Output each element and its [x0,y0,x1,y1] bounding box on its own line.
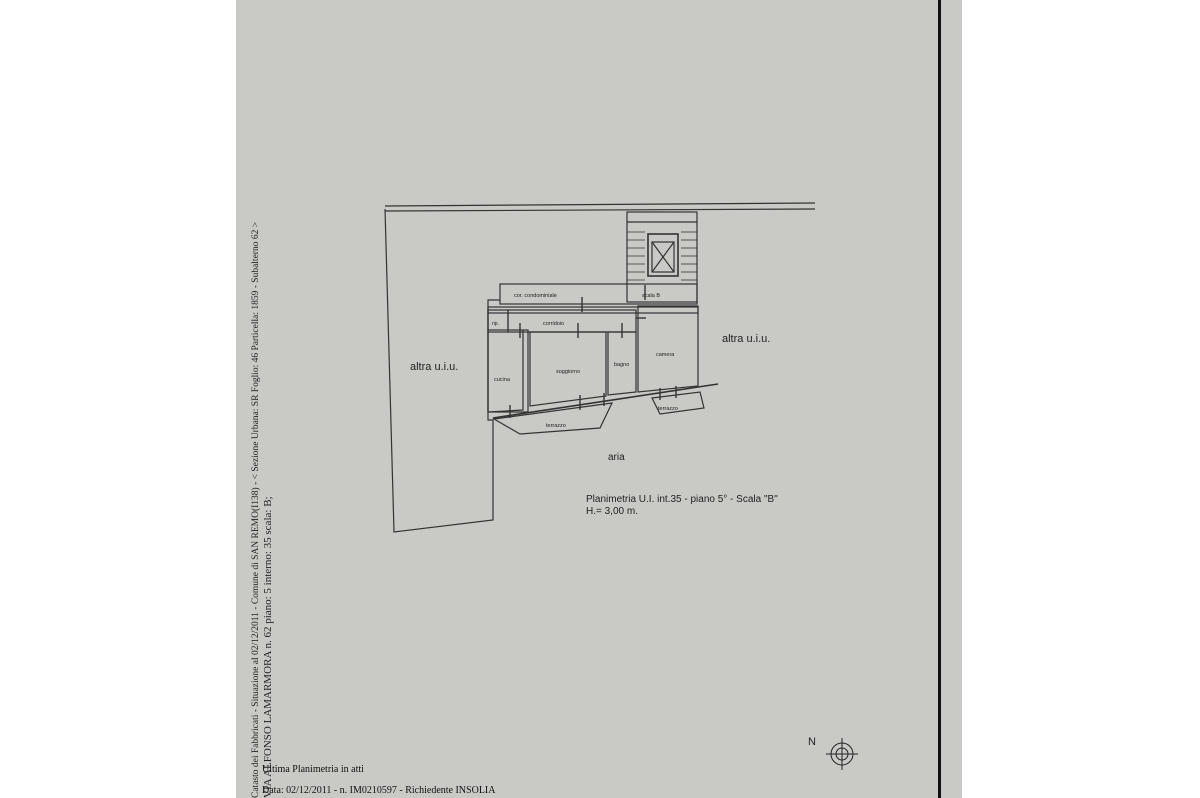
left-unit-outline [384,208,500,533]
label-terrazzo-right: terrazzo [658,406,678,412]
footer-last-plan: Ultima Planimetria in atti [262,764,364,775]
room-camera [637,305,699,393]
building-edge-line [384,202,816,207]
label-corridoio: corridoio [543,321,564,327]
label-scala-b: scala B [642,293,660,299]
stair-block [626,211,698,303]
label-aria: aria [608,452,625,463]
north-label: N [808,736,816,748]
elevator-shaft [647,233,679,277]
condominium-corridor [499,283,698,305]
label-rip: rip. [492,321,499,327]
label-altra-uiu-left: altra u.i.u. [410,361,458,373]
plan-caption-height: H.= 3,00 m. [586,506,638,517]
label-bagno: bagno [614,362,629,368]
label-camera: camera [656,352,675,358]
room-soggiorno [529,331,607,407]
label-cor-condominiale: cor. condominiale [514,293,557,299]
north-arrow-icon [826,738,858,770]
label-cucina: cucina [494,377,511,383]
room-cucina [487,329,529,413]
label-altra-uiu-right: altra u.i.u. [722,333,770,345]
label-terrazzo-left: terrazzo [546,423,566,429]
room-bagno [607,331,637,396]
footer-data-line: Data: 02/12/2011 - n. IM0210597 - Richie… [262,785,496,796]
sheet-right-border [938,0,941,798]
terrazzo-left-outline [492,402,614,435]
document-sheet [236,0,962,798]
plan-caption-title: Planimetria U.I. int.35 - piano 5° - Sca… [586,494,778,505]
label-soggiorno: soggiorno [556,369,580,375]
terrazzo-right-outline [651,391,705,415]
